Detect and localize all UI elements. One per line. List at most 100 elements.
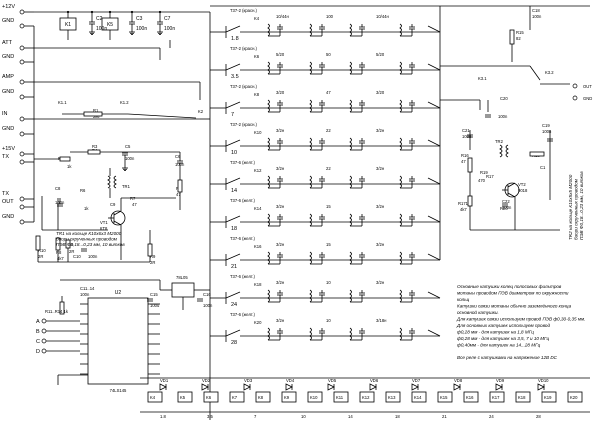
tr1-note-line: ПЭВ Ф0,18...0,23 мм, 10 витков: [56, 242, 125, 247]
band-number: 18: [231, 226, 237, 232]
diode-id: VD9: [496, 378, 505, 383]
inductor: [267, 137, 270, 151]
resistor: [147, 243, 153, 257]
connector-pad: [19, 9, 25, 15]
diode-body: [243, 383, 251, 391]
inductor: [309, 251, 312, 265]
transformer-winding: [505, 144, 509, 158]
component-label: 100n: [502, 205, 512, 210]
component-label: K1.2: [120, 100, 129, 105]
component-label: 47: [132, 202, 137, 207]
transformer-winding: [107, 175, 111, 189]
component-label: R16: [461, 153, 469, 158]
component-label: TR2: [495, 139, 504, 144]
ic-part-number: 74LS145: [110, 388, 127, 393]
relay-id: K17: [492, 395, 500, 400]
relay-id: K18: [254, 282, 262, 287]
connector-pad: [19, 23, 25, 29]
capacitor-value: 3/2н: [376, 242, 385, 247]
toroid-type: T37-6 (желт.): [230, 312, 256, 317]
band-number: 28: [536, 414, 541, 419]
capacitor-value: 100n: [203, 303, 213, 308]
connector-pad: [41, 328, 47, 334]
diode-body: [411, 383, 419, 391]
capacitor-value: 3/2н: [276, 204, 285, 209]
inductor: [309, 99, 312, 113]
wire: [127, 113, 197, 119]
component-label: R10: [38, 248, 46, 253]
component-label: R171: [458, 201, 469, 206]
diode-id: VD3: [244, 378, 253, 383]
relay-coil-box: [567, 391, 583, 403]
capacitor-value: 50: [326, 52, 331, 57]
component-label: 2к6: [93, 114, 100, 119]
diode-body: [159, 383, 167, 391]
toroid-type: T37-2 (красн.): [230, 46, 258, 51]
inductor: [267, 99, 270, 113]
component-label: R3: [92, 144, 98, 149]
relay-coil-box: [385, 391, 401, 403]
inductor: [267, 327, 270, 341]
inductor: [399, 213, 402, 227]
inductor: [399, 251, 402, 265]
relay-contact: [225, 291, 241, 299]
capacitor-value: 10: [326, 318, 331, 323]
relay-id: K1: [65, 22, 71, 28]
band-number: 24: [231, 302, 237, 308]
component-label: TR1: [122, 184, 131, 189]
capacitor-value: 10/44н: [376, 14, 389, 19]
diode-id: VD8: [454, 378, 463, 383]
component-label: 9018: [518, 188, 528, 193]
regulator-78l05: [171, 282, 195, 298]
tr2-note-line: ПЭВ Ф0,18...0,23 мм, 10 витков: [579, 171, 584, 240]
capacitor-value: 100n: [136, 26, 147, 32]
connector-pad: [19, 204, 25, 210]
inductor: [309, 175, 312, 189]
capacitor-id: C3: [136, 16, 143, 22]
diode: VD2: [201, 378, 211, 391]
relay-id: K11: [336, 395, 344, 400]
relay-contact: [427, 25, 441, 33]
relay-id: K7: [232, 395, 238, 400]
ic-pin-label: B: [36, 329, 40, 335]
resistor: [59, 156, 71, 162]
component-label: 2R: [150, 260, 155, 265]
relay-contact: [225, 63, 241, 71]
component-label: C21: [462, 128, 470, 133]
component-label: OUT: [583, 84, 592, 89]
band-number: 3.5: [207, 414, 213, 419]
relay-contact: [225, 101, 241, 109]
band-number: 10: [231, 150, 237, 156]
relay-k4: [147, 391, 163, 403]
note-line: Для катушек связи используем провод ПЭВ …: [456, 317, 585, 322]
resistor-group-label: R11..R14 1k: [45, 309, 69, 314]
transformer-winding: [499, 144, 503, 158]
relay-id: K19: [544, 395, 552, 400]
component-label: 100n: [542, 129, 552, 134]
band-number: 14: [348, 414, 353, 419]
relay-contact: [427, 63, 441, 71]
relay-coil-box: [229, 391, 245, 403]
relay-id: K16: [466, 395, 474, 400]
inductor: [399, 289, 402, 303]
input-label: +12V: [2, 4, 15, 10]
inductor: [349, 23, 352, 37]
resistor: [83, 111, 103, 117]
relay-coil-box: [359, 391, 375, 403]
relay-id: K4: [150, 395, 156, 400]
relay-contact: [225, 139, 241, 147]
relay-contact: [427, 215, 441, 223]
capacitor-value: 100n: [80, 292, 90, 297]
band-number: 14: [231, 188, 237, 194]
wire: [113, 210, 122, 216]
band-number: 10: [301, 414, 306, 419]
inductor: [349, 99, 352, 113]
